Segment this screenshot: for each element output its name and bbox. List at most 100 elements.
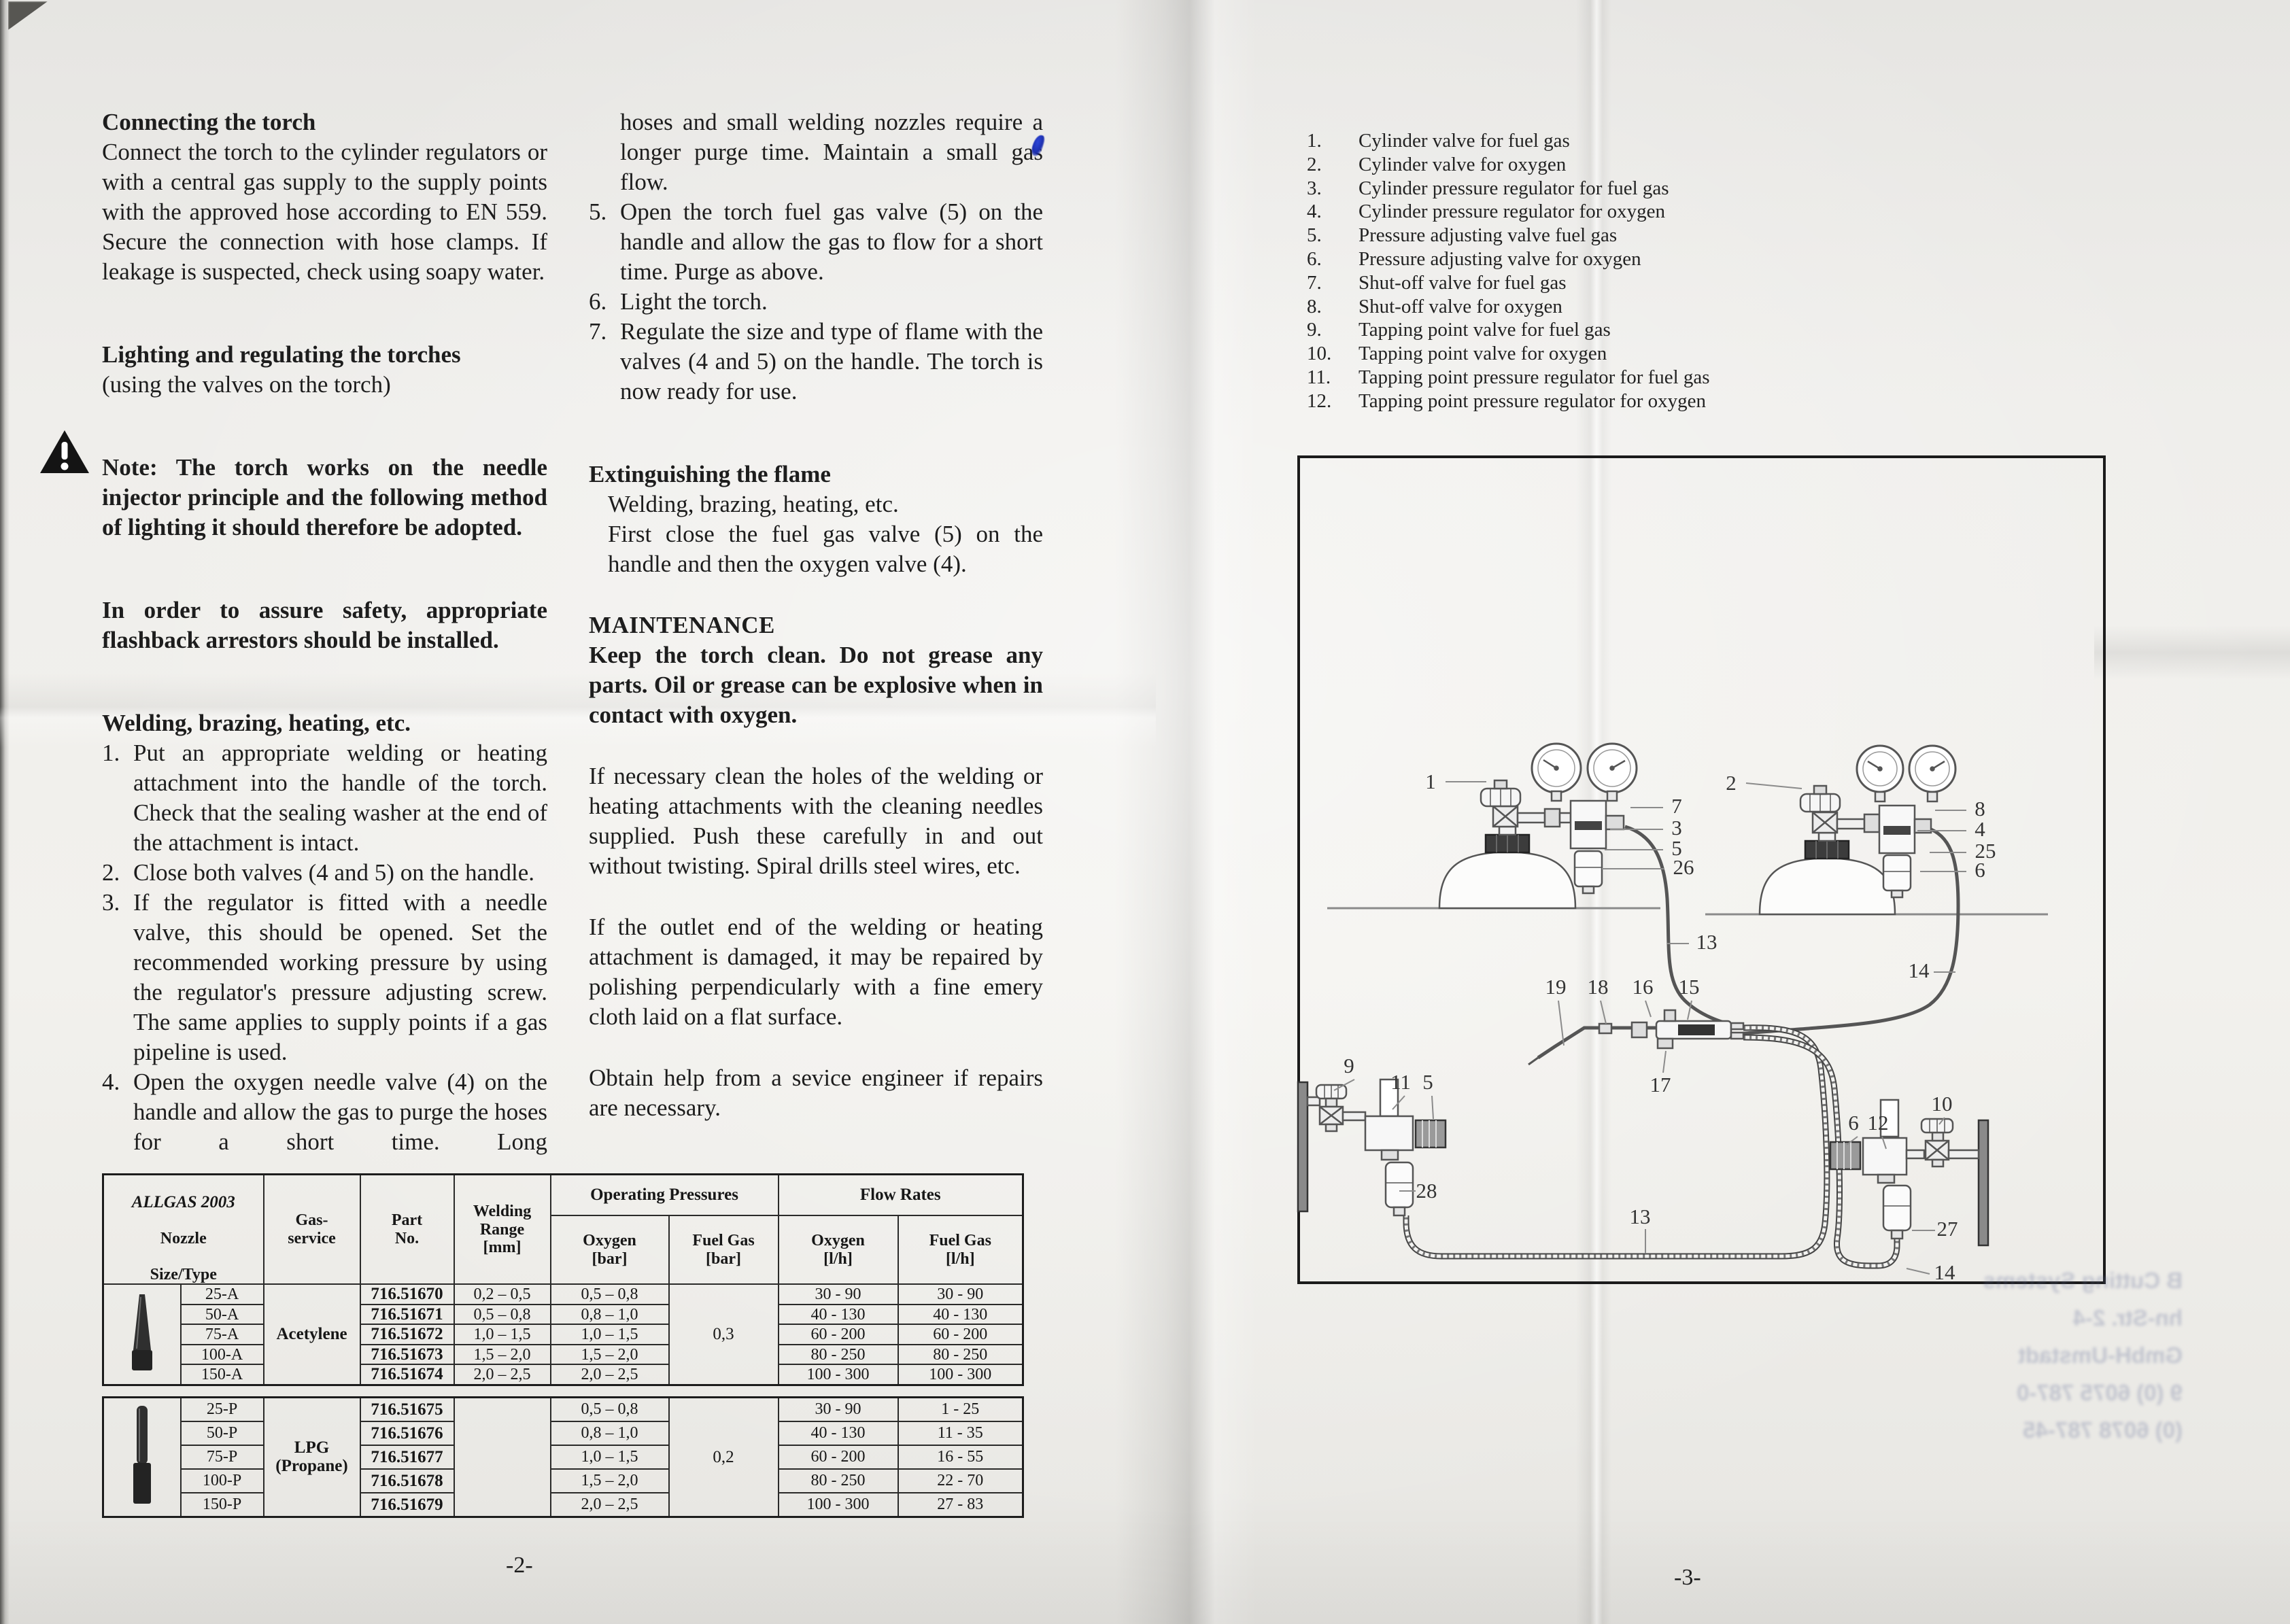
nozzle-spec-table: ALLGAS 2003 Nozzle Size/Type Gas- servic… [102,1173,1025,1518]
callout-number: 9 [1344,1054,1354,1077]
callout-leader-line [1600,1000,1607,1024]
paragraph: Welding, brazing, heating, etc. [608,491,899,517]
cell-size: 25-P [180,1396,264,1422]
item-text: Light the torch. [620,288,768,315]
callout-leader-line [1687,1000,1692,1020]
cell-fuelgas-flow: 100 - 300 [897,1364,1024,1386]
callout-number: 6 [1848,1111,1859,1135]
ghost-line: GmbH-Umstadt [2017,1343,2183,1368]
callout-leader-line [1558,1000,1565,1046]
callout-number: 18 [1588,975,1609,999]
callout-number: 6 [1975,858,1985,882]
callout-number: 5 [1422,1070,1433,1094]
continuation-paragraph: hoses and small welding nozzles require … [620,109,1043,195]
spec-table-acetylene: ALLGAS 2003 Nozzle Size/Type Gas- servic… [102,1173,1025,1386]
callout-leader-line [1745,782,1802,789]
list-item: 3. If the regulator is fitted with a need… [102,888,547,1067]
ghost-line: hn-Str. 2-4 [2072,1305,2183,1330]
item-text: If the regulator is fitted with a needle… [133,889,547,1065]
header-line: Size/Type [150,1266,217,1284]
section-title: Extinguishing the flame [589,461,831,487]
item-number: 2. [1307,153,1322,175]
page-number-2: -2- [506,1553,533,1578]
cell-oxygen-bar: 1,5 – 2,0 [549,1343,670,1366]
cell-fuelgas-flow: 11 - 35 [897,1420,1024,1446]
callout-number: 14 [1934,1260,1956,1284]
legend-item: 5.Pressure adjusting valve fuel gas [1307,224,1756,247]
page-number-3: -3- [1674,1565,1701,1590]
item-text: Put an appropriate welding or heating at… [133,740,547,856]
item-text: Close both valves (4 and 5) on the handl… [133,859,535,886]
item-number: 1. [1307,130,1322,152]
callout-number: 1 [1425,770,1436,793]
legend-item: 11.Tapping point pressure regulator for … [1307,366,1756,390]
paragraph: If the outlet end of the welding or heat… [589,914,1043,1030]
cell-welding-range: 0,2 – 0,5 [453,1283,551,1305]
cell-size: 50-A [180,1303,264,1326]
list-item: 1.Put an appropriate welding or heating … [102,738,547,858]
nozzle-rod-icon [133,1406,151,1504]
item-text: Tapping point valve for oxygen [1358,343,1607,365]
callout-number: 27 [1937,1217,1958,1241]
cell-fuelgas-flow: 30 - 90 [897,1283,1024,1305]
header-part-no: Part No. [359,1173,455,1285]
cell-size: 75-A [180,1324,264,1345]
cell-welding-range: 2,0 – 2,5 [453,1364,551,1386]
callout-number: 7 [1671,794,1682,818]
fuel-tapping-point [1297,1078,1447,1217]
callout-number: 3 [1671,816,1682,840]
cell-part-no: 716.51673 [359,1343,455,1366]
list-item: 7.Regulate the size and type of flame wi… [589,317,1043,407]
header-fuelgas-lh: Fuel Gas [l/h] [897,1214,1024,1285]
cell-part-no: 716.51670 [359,1283,455,1305]
callout-number: 11 [1390,1070,1411,1094]
page-fold-gutter [1115,0,1258,1624]
cell-welding-range-blank [453,1396,551,1518]
item-number: 5. [589,198,607,225]
paragraph: First close the fuel gas valve (5) on th… [608,521,1043,577]
cell-oxygen-flow: 80 - 250 [777,1343,899,1366]
cell-oxygen-flow: 40 - 130 [777,1303,899,1326]
legend-item: 1. Cylinder valve for fuel gas [1307,129,1756,153]
item-number: 12. [1307,390,1332,412]
legend-item: 9.Tapping point valve for fuel gas [1307,318,1756,342]
legend-item: 10.Tapping point valve for oxygen [1307,342,1756,366]
list-item: 4. Open the oxygen needle valve (4) on th… [102,1067,547,1157]
gas-welding-setup-diagram: 1273526842561314191816151791152813612102… [1297,455,2106,1284]
callout-number: 26 [1673,855,1694,879]
bold-paragraph: Keep the torch clean. Do not grease any … [589,642,1043,728]
safety-paragraph: In order to assure safety, appropriate f… [102,597,547,653]
item-number: 3. [102,889,120,916]
page2-column-1: Connecting the torch Connect the torch t… [102,107,547,1157]
cell-welding-range: 1,5 – 2,0 [453,1343,551,1366]
item-text: Cylinder valve for fuel gas [1358,130,1570,152]
note-paragraph: Note: The torch works on the needle inje… [102,454,547,540]
header-oxygen-lh: Oxygen [l/h] [777,1214,899,1285]
item-number: 4. [102,1069,120,1095]
cell-oxygen-bar: 2,0 – 2,5 [549,1491,670,1518]
section-subtitle: (using the valves on the torch) [102,371,391,398]
header-nozzle: ALLGAS 2003 Nozzle Size/Type [102,1173,264,1285]
cell-fuelgas-flow: 27 - 83 [897,1491,1024,1518]
cell-part-no: 716.51675 [359,1396,455,1422]
nozzle-icon-cell [102,1283,182,1386]
cell-fuelgas-flow: 22 - 70 [897,1468,1024,1493]
legend-item: 7.Shut-off valve for fuel gas [1307,271,1756,295]
callout-leader-line [1846,1136,1858,1145]
callout-number: 2 [1726,771,1737,795]
callout-leader-line [1333,1079,1355,1091]
item-text: Cylinder pressure regulator for fuel gas [1358,177,1669,199]
legend-item: 8.Shut-off valve for oxygen [1307,295,1756,319]
callout-leader-line [1662,1050,1667,1073]
item-text: Open the oxygen needle valve (4) on the … [133,1069,547,1155]
cell-oxygen-bar: 0,5 – 0,8 [549,1396,670,1422]
item-number: 3. [1307,177,1322,199]
